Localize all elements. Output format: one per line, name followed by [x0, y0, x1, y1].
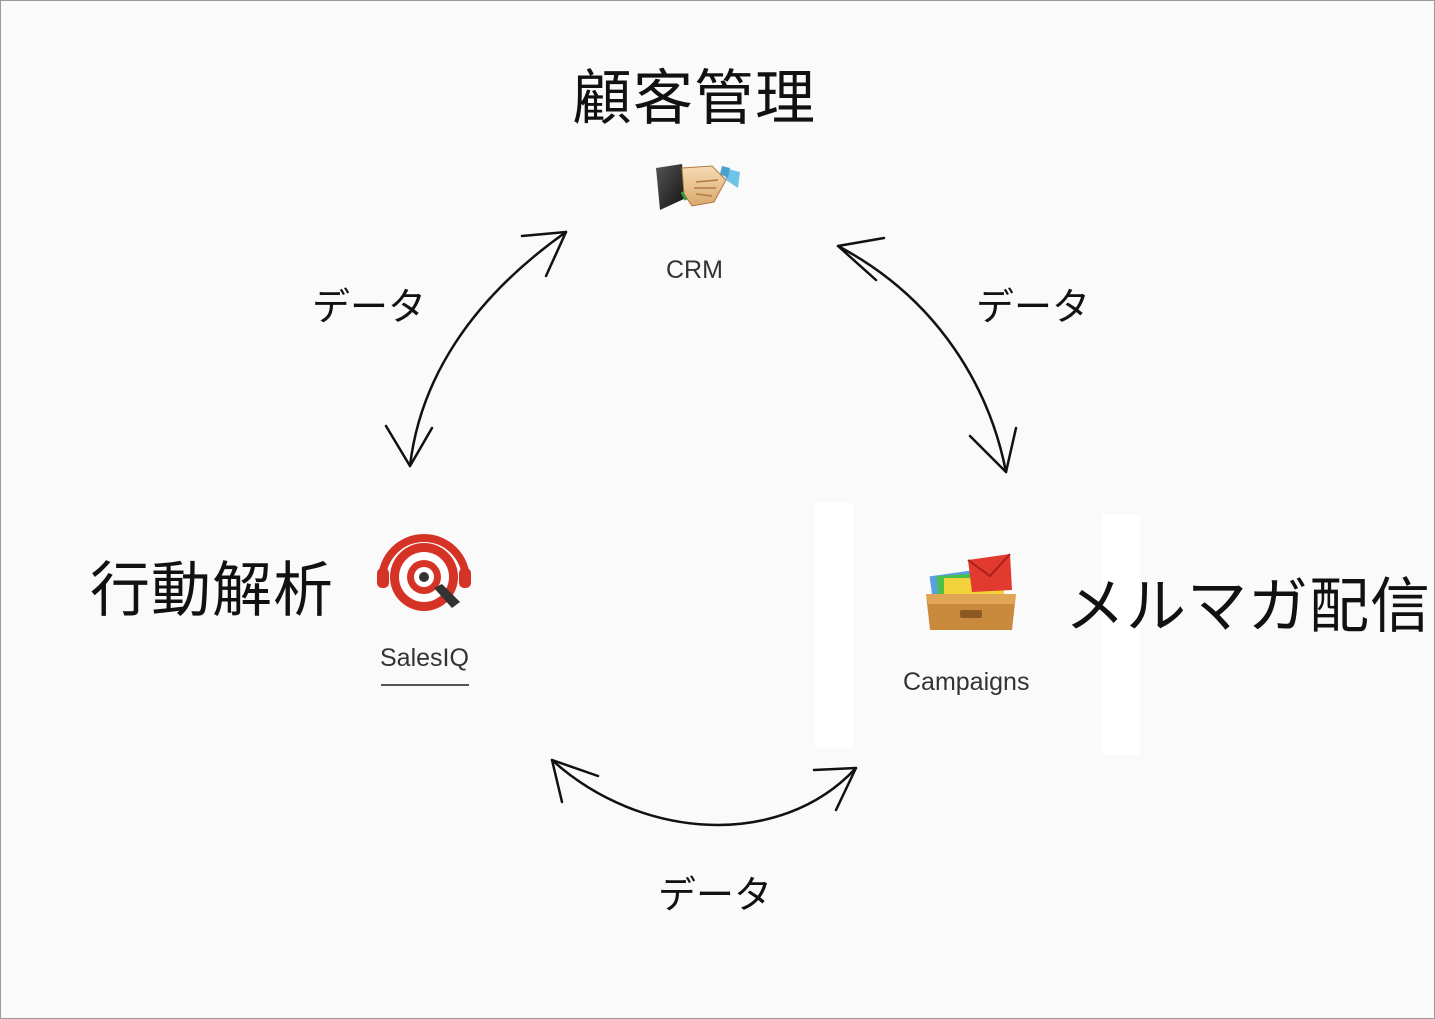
arrowhead-crm — [520, 230, 568, 278]
app-label-crm: CRM — [666, 256, 723, 284]
edge-label-salesiq-campaigns: データ — [658, 873, 773, 917]
app-label-salesiq[interactable]: SalesIQ — [380, 644, 469, 672]
heading-behavior-analysis: 行動解析 — [90, 556, 334, 626]
arrow-crm-campaigns — [836, 244, 1008, 474]
arrowhead-campaigns-bottom — [812, 766, 858, 812]
target-icon — [377, 534, 471, 611]
handshake-icon — [656, 164, 740, 210]
app-label-campaigns: Campaigns — [903, 668, 1030, 696]
arrow-crm-salesiq — [408, 230, 568, 468]
arrowhead-salesiq — [384, 424, 434, 468]
salesiq-underline — [381, 684, 469, 686]
edge-label-crm-salesiq: データ — [312, 285, 427, 329]
edge-label-crm-campaigns: データ — [976, 285, 1091, 329]
mail-tray-icon — [926, 553, 1016, 630]
background-panel — [1102, 515, 1140, 755]
background-panel — [815, 503, 853, 748]
arrowhead-campaigns — [968, 426, 1018, 474]
arrowhead-crm-right — [836, 236, 886, 282]
arrow-salesiq-campaigns — [550, 758, 858, 827]
heading-newsletter-delivery: メルマガ配信 — [1065, 572, 1431, 642]
arrowhead-salesiq-bottom — [550, 758, 600, 804]
heading-customer-management: 顧客管理 — [572, 64, 816, 134]
